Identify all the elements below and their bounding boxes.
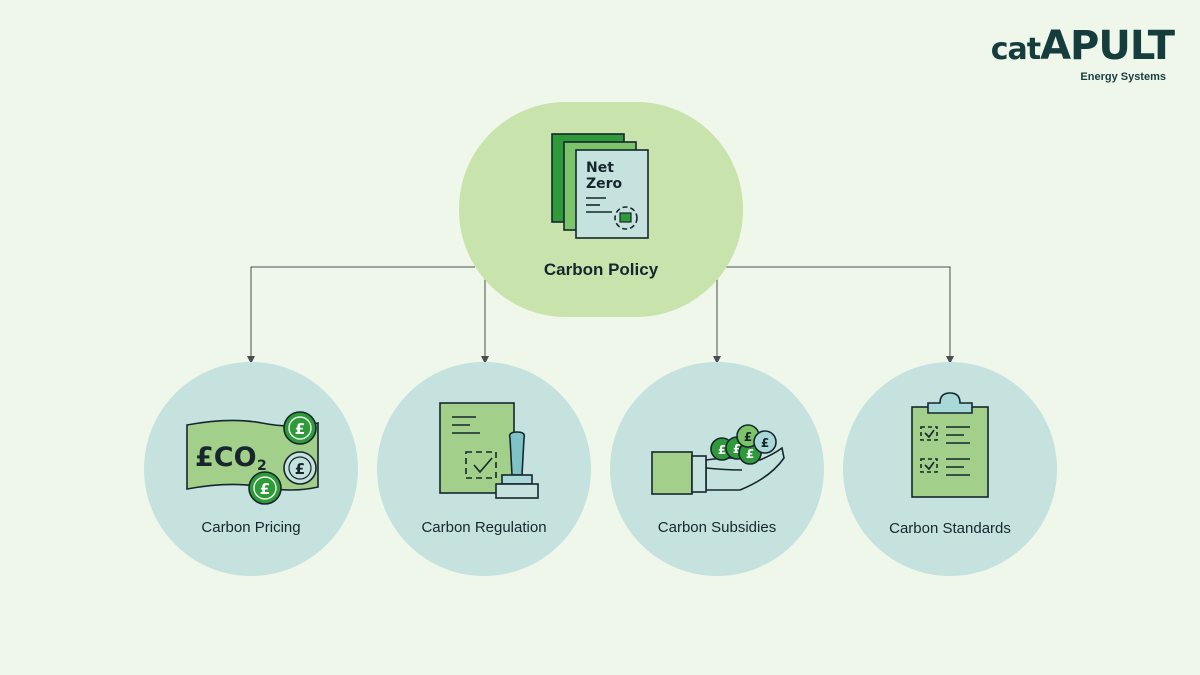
coin-symbol: £ [295,460,305,478]
child-label-carbon-regulation: Carbon Regulation [421,519,547,536]
logo-word-upper: APULT [1040,23,1175,69]
note-text: £CO [195,442,257,473]
coin-symbol: £ [746,447,754,461]
coin-symbol: £ [733,442,741,456]
logo-wordmark: catAPULT [990,23,1175,69]
coin-symbol: £ [718,443,726,457]
logo-word-lower: cat [990,32,1041,67]
coin-symbol: £ [761,436,769,450]
child-label-carbon-pricing: Carbon Pricing [201,519,301,536]
note-subscript: 2 [257,458,267,474]
root-label: Carbon Policy [543,260,659,279]
logo-tagline: Energy Systems [1080,71,1166,83]
connector-carbon-pricing [247,266,475,364]
clipboard-checklist-icon [911,392,989,498]
connectors [247,266,954,364]
child-label-carbon-subsidies: Carbon Subsidies [657,519,777,536]
catapult-logo: catAPULT Energy Systems [991,26,1175,84]
child-label-carbon-standards: Carbon Standards [889,520,1011,537]
connector-carbon-standards [725,266,954,364]
coin-symbol: £ [295,420,305,438]
coin-symbol: £ [744,430,752,444]
co2-banknote-coins-icon: £CO 2 £ £ £ [186,411,319,505]
doc-text-net: Net [586,160,614,176]
doc-text-zero: Zero [586,176,623,192]
coin-symbol: £ [260,480,270,498]
net-zero-document-icon: Net Zero [551,133,649,239]
hand-with-coins-icon: £ £ £ £ £ [651,424,785,495]
document-stamp-icon [439,402,539,499]
